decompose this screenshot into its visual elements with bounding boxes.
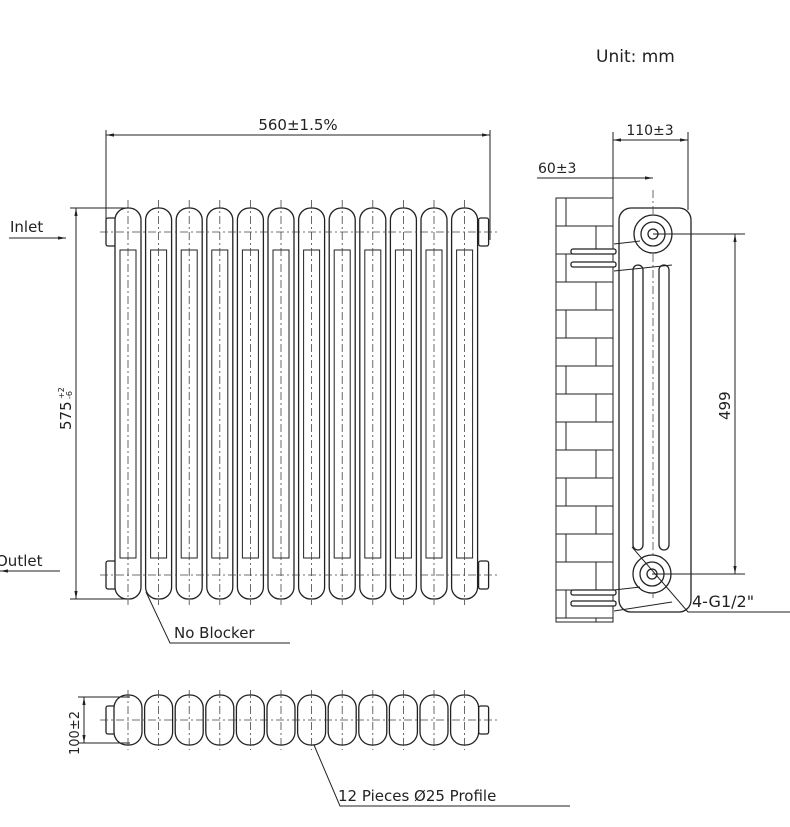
height-tol-minus: -6: [65, 391, 74, 399]
outlet-label: Outlet: [0, 552, 43, 570]
no-blocker-leader: [145, 591, 290, 644]
profile-leader: [313, 744, 570, 807]
front-view: [100, 200, 500, 605]
top-depth-dimension: 100±2: [68, 696, 130, 755]
top-view: [100, 690, 500, 750]
wall-bracket-top: [570, 240, 673, 272]
connection-leader: [631, 546, 790, 613]
height-tol-plus: +2: [57, 387, 66, 399]
height-dim-label: 575: [57, 401, 75, 430]
width-dim-label: 560±1.5%: [258, 116, 337, 134]
brick-wall: [555, 197, 614, 623]
top-depth-label: 100±2: [68, 711, 83, 755]
unit-label: Unit: mm: [596, 47, 675, 67]
width-dimension: 560±1.5%: [105, 116, 491, 240]
centers-dim-label: 499: [716, 391, 734, 420]
wall-offset-dimension: 60±3: [537, 161, 653, 180]
depth-dimension: 110±3: [612, 123, 689, 210]
connection-label: 4-G1/2": [692, 592, 754, 611]
centers-dimension: 499: [652, 233, 745, 575]
wall-bracket-bottom: [570, 586, 673, 612]
wall-offset-label: 60±3: [538, 161, 576, 177]
side-view: [555, 190, 692, 623]
no-blocker-label: No Blocker: [174, 624, 255, 642]
inlet-label: Inlet: [10, 218, 43, 236]
height-dimension: 575 +2 -6: [57, 207, 128, 600]
depth-dim-label: 110±3: [626, 123, 673, 139]
profile-label: 12 Pieces Ø25 Profile: [338, 787, 496, 805]
